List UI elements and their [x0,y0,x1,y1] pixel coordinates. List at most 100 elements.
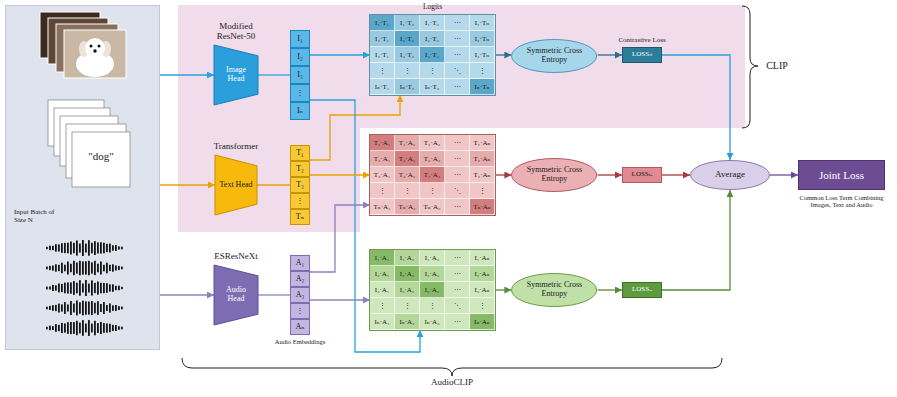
waveform-bar [94,261,96,275]
waveform-bar [85,324,87,333]
matrix-cell: ⋯ [445,266,470,282]
waveform-bar [70,264,72,272]
matrix-cell: ⋱ [445,63,470,79]
waveform-bar [91,324,93,333]
connector [310,299,370,300]
embedding-column: I₁I₂I₃⋮Iₙ [290,30,310,120]
waveform-bar [106,244,108,252]
waveform-bar [94,303,96,314]
text-card [72,132,130,187]
head-trapezoid [214,45,258,105]
connector [160,294,214,295]
matrix-cell: I₃·A₃ [420,282,445,298]
embedding-caption: Audio Embeddings [260,338,340,345]
embedding-cell: T₁ [290,145,310,161]
waveform-bar [64,265,66,272]
waveform-bar [115,266,117,271]
connector [598,174,622,175]
waveform-bar [115,245,117,251]
matrix-cell: ⋯ [445,250,470,266]
matrix-cell: T₃·Aₙ [470,167,495,183]
encoder-head: ESResNeXtAudio Head [214,265,258,325]
waveform-bar [73,304,75,313]
box-label: LOSSᵢₜ [632,51,652,59]
matrix-cell: ⋮ [470,183,495,199]
connector [258,294,290,295]
waveform-bar [82,261,84,274]
matrix-cell: T₂·Aₙ [470,151,495,167]
waveform-bar [55,285,57,290]
matrix-cell: ⋯ [445,314,470,330]
matrix-cell: ⋮ [470,298,495,314]
embedding-cell: ⋮ [290,193,310,209]
matrix-title: Logits [370,3,495,11]
matrix-cell: I₂·Aₙ [470,266,495,282]
waveform-bar [76,283,78,294]
waveform-bar [121,267,123,270]
matrix-cell: T₂·A₃ [420,151,445,167]
clip-bracket [742,6,758,128]
matrix-cell: I₃·Tₙ [470,47,495,63]
matrix-cell: ⋮ [420,63,445,79]
matrix-cell: I₃·T₃ [420,47,445,63]
waveform-bar [94,241,96,255]
ellipse-label: Average [715,170,745,180]
matrix-cell: I₁·Tₙ [470,15,495,31]
matrix-cell: I₂·T₃ [420,31,445,47]
matrix-cell: ⋮ [370,183,395,199]
waveform-bar [55,244,57,252]
matrix-cell: Tₙ·A₃ [420,199,445,215]
connector [662,174,690,175]
waveform-bar [94,283,96,293]
waveform-bar [82,240,84,256]
matrix-cell: I₂·A₂ [395,266,420,282]
loss-box: LOSSₜₐ [622,167,662,183]
ellipse-label: Symmetric Cross Entropy [520,281,588,299]
group-label: AudioCLIP [412,378,492,388]
waveform-bar [58,325,60,331]
embedding-cell: I₂ [290,48,310,66]
waveform-bar [46,327,48,330]
waveform-bar [118,286,120,291]
waveform-bar [85,261,87,274]
waveform-bar [49,306,51,310]
waveform-bar [103,283,105,293]
input-panel: Input Batch of Size N [5,5,160,350]
embedding-cell: I₃ [290,66,310,84]
waveform-bar [61,243,63,253]
embedding-cell: A₁ [290,255,310,271]
waveform-bar [97,301,99,315]
waveform-bar [100,304,102,312]
waveform-bar [103,323,105,333]
matrix-cell: ⋮ [395,183,420,199]
waveform-bar [106,283,108,293]
connector [310,100,420,352]
matrix-cell: Iₙ·Tₙ [470,79,495,95]
waveform-bar [73,261,75,275]
audio-waveforms [46,240,123,336]
batch-label: Input Batch of Size N [14,209,60,224]
waveform-bar [52,326,54,330]
waveform-bar [118,246,120,249]
waveform-bar [61,263,63,274]
waveform-bar [106,323,108,332]
waveform-bar [97,323,99,333]
waveform-bar [79,323,81,334]
matrix-cell: ⋯ [445,135,470,151]
matrix-cell: Tₙ·A₁ [370,199,395,215]
embedding-cell: Tₙ [290,209,310,225]
waveform-bar [49,326,51,331]
waveform-bar [52,285,54,291]
matrix-cell: Iₙ·A₃ [420,314,445,330]
connector [662,55,730,160]
embedding-cell: ⋮ [290,84,310,102]
waveform-bar [76,263,78,274]
matrix-cell: I₁·T₃ [420,15,445,31]
matrix-cell: I₁·A₃ [420,250,445,266]
matrix-cell: I₁·A₁ [370,250,395,266]
embedding-column: T₁T₂T₃⋮Tₙ [290,145,310,225]
waveform-bar [112,245,114,250]
waveform-bar [46,307,48,310]
connector [310,174,370,175]
waveform-bar [85,301,87,314]
